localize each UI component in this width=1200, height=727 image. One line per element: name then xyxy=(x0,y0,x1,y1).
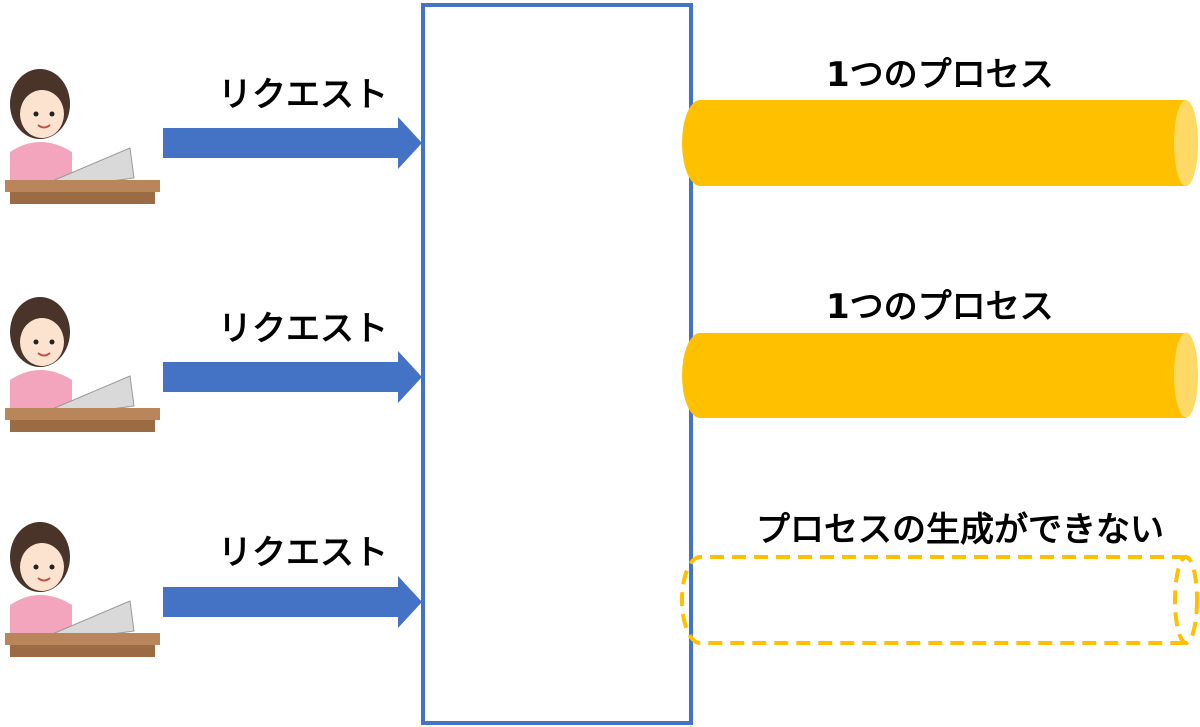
process-label: 1つのプロセス xyxy=(826,55,1054,95)
request-arrow xyxy=(163,117,422,169)
process-cylinder xyxy=(682,332,1198,418)
request-arrow xyxy=(163,576,422,628)
process-cylinder xyxy=(682,100,1198,186)
request-label: リクエスト xyxy=(218,75,388,115)
user-illustration xyxy=(5,522,160,657)
user-illustration xyxy=(5,69,160,204)
failed-process-cylinder xyxy=(680,555,1199,645)
request-arrow xyxy=(163,351,422,403)
process-label: 1つのプロセス xyxy=(826,287,1054,327)
request-label: リクエスト xyxy=(218,309,388,349)
user-illustration xyxy=(5,297,160,432)
server-box xyxy=(421,3,693,725)
process-error-label: プロセスの生成ができない xyxy=(756,510,1164,550)
request-label: リクエスト xyxy=(218,533,388,573)
